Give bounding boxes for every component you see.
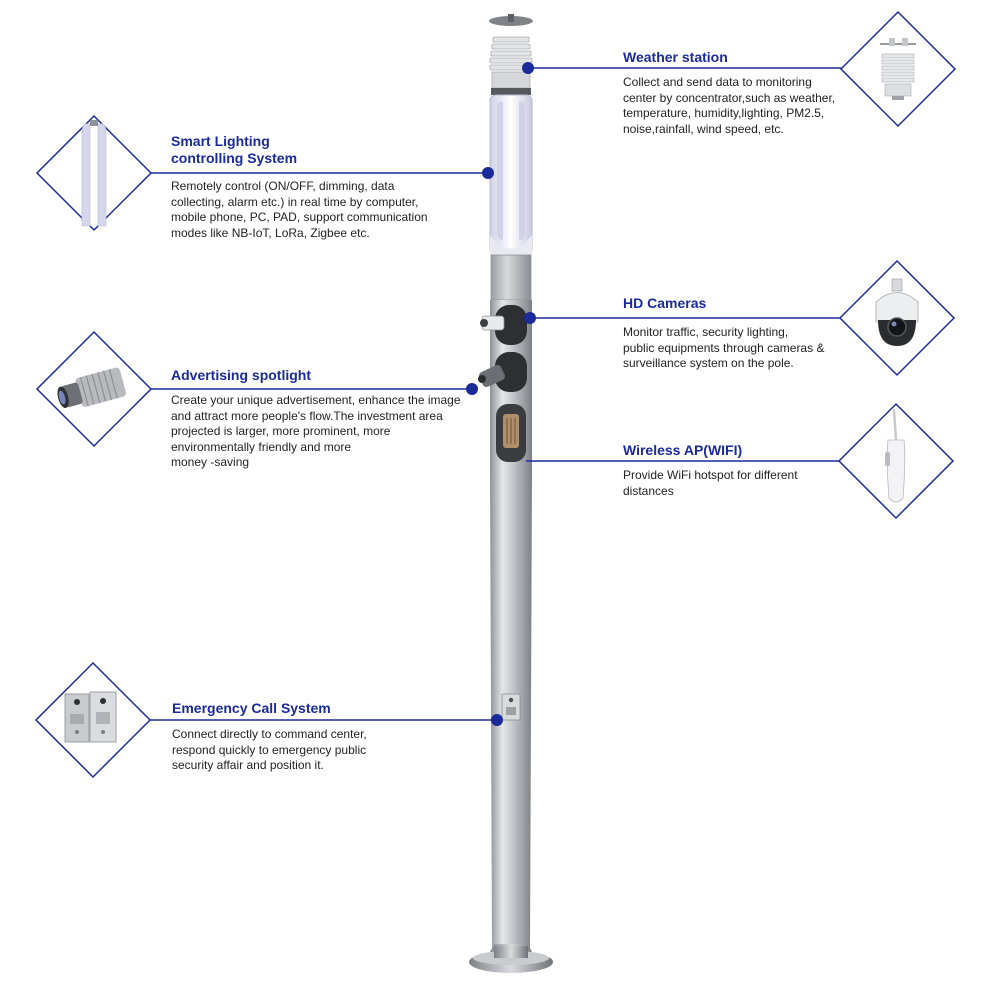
wireless-ap-description: Provide WiFi hotspot for different dista…	[623, 468, 798, 498]
hd-cameras-title: HD Cameras	[623, 295, 707, 311]
intercom-panel-icon	[34, 661, 152, 779]
lighting-connector-dot	[482, 167, 494, 179]
pole-device-section	[478, 300, 532, 470]
weather-station-icon	[839, 10, 957, 128]
spotlight-connector-dot	[466, 383, 478, 395]
pole-emergency-panel	[501, 693, 521, 721]
smart-lighting-title: Smart Lighting controlling System	[171, 133, 298, 166]
advertising-spotlight-title: Advertising spotlight	[171, 367, 311, 383]
cameras-connector-dot	[524, 312, 536, 324]
emergency-call-description: Connect directly to command center, resp…	[172, 727, 367, 772]
pole-weather-station	[489, 14, 533, 95]
smart-pole	[469, 14, 553, 973]
led-lamp-icon	[35, 114, 153, 232]
spotlight-projector-icon	[35, 330, 153, 448]
pole-base	[469, 944, 553, 973]
pole-speaker-mesh	[490, 254, 532, 301]
dome-camera-icon	[838, 259, 956, 377]
weather-station-description: Collect and send data to monitoring cent…	[623, 75, 836, 136]
pole-lamp-section	[489, 94, 533, 256]
smart-lighting-description: Remotely control (ON/OFF, dimming, data …	[171, 179, 428, 240]
advertising-spotlight-description: Create your unique advertisement, enhanc…	[171, 393, 461, 469]
emergency-connector-dot	[491, 714, 503, 726]
hd-cameras-description: Monitor traffic, security lighting, publ…	[623, 325, 825, 370]
weather-connector-dot	[522, 62, 534, 74]
emergency-call-title: Emergency Call System	[172, 700, 331, 716]
wireless-ap-title: Wireless AP(WIFI)	[623, 442, 743, 458]
wifi-antenna-icon	[837, 402, 955, 520]
connector-lines	[150, 62, 841, 726]
weather-station-title: Weather station	[623, 49, 728, 65]
